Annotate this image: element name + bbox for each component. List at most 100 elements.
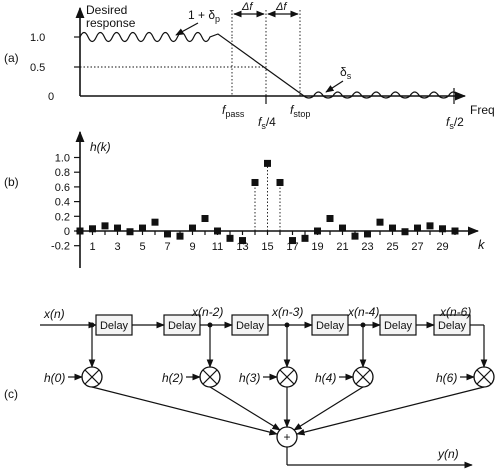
panel-b-xtick-label: 15 [261,241,273,253]
panel-b-ytick-label: 0 [64,226,70,238]
impulse-sample [314,227,321,235]
coef-label-h0: h(0) [44,371,65,385]
panel-b-xtick-label: 11 [212,241,223,253]
panel-b-xtick-label: 23 [361,241,373,253]
impulse-sample [301,234,309,242]
delta-f-label-right: Δf [275,1,287,13]
passband-ripple-arrow [175,22,199,36]
coef-label-h6: h(6) [436,371,457,385]
delay-label-1: Delay [100,320,129,332]
panel-b-x-axis-label: k [478,237,486,252]
fpass-label: fpass [222,103,245,119]
tap-label-x-n-2: x(n-2) [191,305,223,319]
input-signal-label: x(n) [43,307,65,321]
panel-b-y-axis-label: h(k) [90,140,111,154]
panel-a-ytick-1: 1.0 [30,32,45,44]
coef-label-h4: h(4) [315,371,336,385]
fs4-label: fs/4 [258,115,276,131]
impulse-sample [414,224,421,232]
multiplier-3 [276,366,298,388]
impulse-sample [264,159,271,167]
sum-line-0 [91,386,278,436]
impulse-sample [426,222,434,230]
panel-b-ytick-label: 0.4 [55,197,70,209]
delta-f-label-left: Δf [241,1,253,13]
panel-b-ytick-label: 0.6 [55,182,70,194]
multiplier-4 [352,366,374,388]
impulse-sample [151,218,159,226]
impulse-sample [326,215,334,223]
panel-b-xtick-label: 7 [164,241,170,253]
impulse-sample [276,178,284,186]
panel-a-label: (a) [4,51,19,65]
multiplier-0 [81,366,103,388]
tap-label-x-n-6: x(n-6) [439,305,471,319]
panel-b-ytick-label: 0.2 [55,211,70,223]
impulse-sample [189,224,196,232]
impulse-sample [214,227,221,235]
impulse-sample [101,222,109,230]
panel-a-x-axis-label: Freq [470,103,495,117]
panel-b-ytick-label: 0.8 [55,167,70,179]
panel-b-xtick-label: 25 [386,241,398,253]
panel-b-label: (b) [4,175,19,189]
passband-ripple-label: 1 + δp [188,8,220,24]
impulse-sample [126,228,134,236]
desired-response-curve [79,31,459,99]
stopband-ripple-label: δs [340,65,352,81]
impulse-sample [339,224,346,232]
panel-a: (a) Desired response 1.0 0.5 0 Δf Δf 1 +… [4,1,495,131]
panel-c: (c) x(n) Delay Delay Delay Delay Delay D… [4,305,495,469]
panel-c-label: (c) [4,387,18,401]
sum-line-4 [293,386,364,431]
coef-label-h3: h(3) [239,371,260,385]
panel-b-xtick-label: 21 [336,241,348,253]
panel-b-xtick-label: 27 [411,241,423,253]
impulse-sample [351,232,359,240]
impulse-sample [176,232,184,240]
tap-label-x-n-4: x(n-4) [347,305,379,319]
coef-label-h2: h(2) [162,371,183,385]
panel-b-markers [76,159,459,245]
panel-a-ytick-0: 0 [48,91,54,103]
impulse-sample [76,227,84,235]
impulse-sample [376,218,384,226]
impulse-sample [164,230,171,238]
panel-b-xtick-label: 1 [89,241,95,253]
fstop-label: fstop [290,103,310,119]
summer-symbol: + [283,430,290,444]
panel-b-y-ticks: 1.00.80.60.40.20-0.2 [51,153,80,253]
impulse-sample [226,234,234,242]
impulse-sample [201,215,209,223]
delay-label-6: Delay [438,320,467,332]
tap-label-x-n-3: x(n-3) [271,305,303,319]
impulse-sample [251,178,259,186]
impulse-sample [364,230,371,238]
panel-a-title-line1: Desired [86,3,127,17]
delay-label-2: Delay [168,320,197,332]
fs2-label: fs/2 [446,115,464,131]
delay-chain: Delay Delay Delay Delay Delay Delay [95,314,471,336]
panel-b-xtick-label: 19 [311,241,323,253]
panel-b-ytick-label: -0.2 [51,241,70,253]
impulse-sample [289,237,296,245]
panel-a-title-line2: response [86,16,136,30]
impulse-sample [451,227,459,235]
multiplier-2 [199,366,221,388]
impulse-sample [439,225,446,233]
multiplier-6 [473,366,495,388]
impulse-sample [239,237,246,245]
panel-b-xtick-label: 29 [436,241,448,253]
delay-label-5: Delay [384,320,413,332]
stopband-ripple-arrow [325,80,344,93]
sum-line-6 [296,386,485,436]
panel-b-xtick-label: 3 [114,241,120,253]
impulse-sample [114,224,121,232]
panel-b-xtick-label: 5 [139,241,145,253]
impulse-sample [89,225,96,233]
impulse-sample [401,228,409,236]
panel-a-ytick-05: 0.5 [30,62,45,74]
